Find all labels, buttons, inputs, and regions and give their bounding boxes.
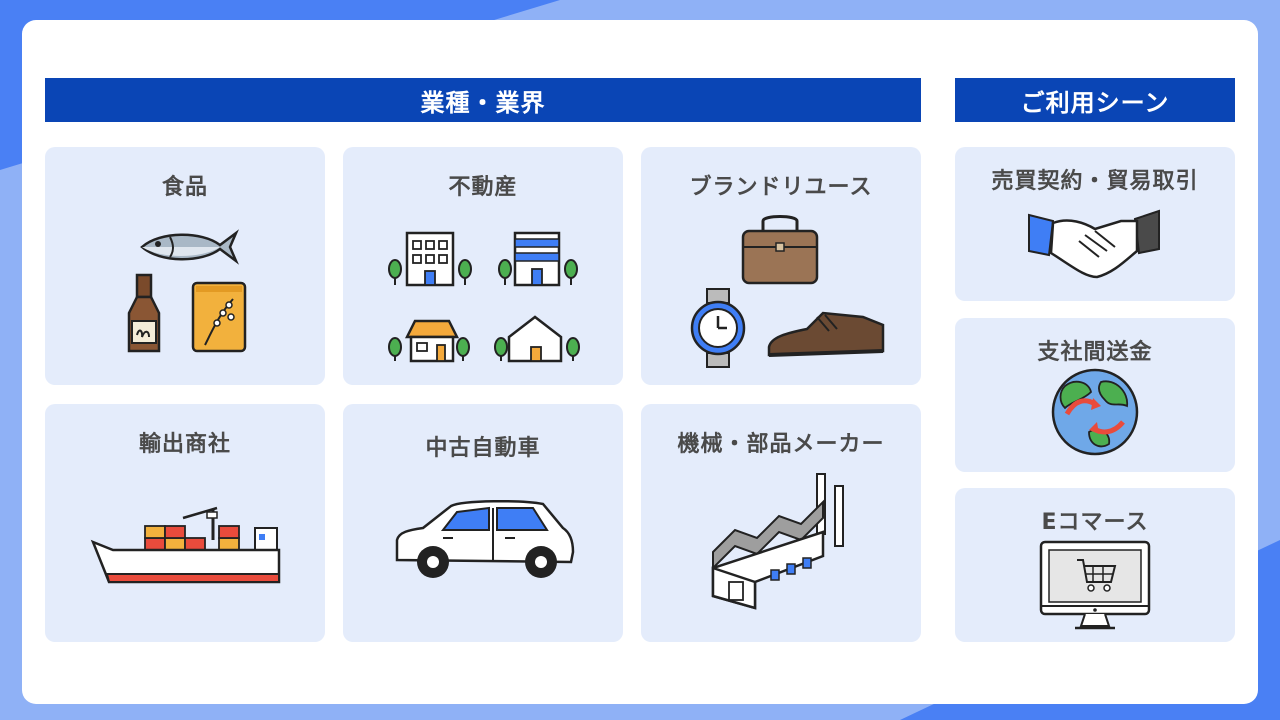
industry-label: ブランドリユース — [689, 175, 873, 200]
industry-label: 中古自動車 — [425, 436, 541, 461]
use-case-tile-contract: 売買契約・貿易取引 — [955, 147, 1235, 301]
use-case-label: 支社間送金 — [1037, 340, 1153, 365]
food-icon — [127, 229, 247, 353]
use-case-tile-remittance: 支社間送金 — [955, 318, 1235, 472]
use-case-label: Eコマース — [1041, 510, 1149, 535]
industry-label: 機械・部品メーカー — [677, 432, 885, 457]
car-icon — [395, 499, 575, 578]
use-case-tile-ecommerce: Eコマース — [955, 488, 1235, 642]
brand-reuse-icon — [690, 215, 885, 368]
real-estate-icon — [388, 231, 580, 363]
use-case-label: 売買契約・貿易取引 — [991, 169, 1199, 194]
industry-tile-machinery: 機械・部品メーカー — [641, 404, 921, 642]
industry-label: 食品 — [161, 175, 208, 200]
handshake-icon — [1028, 209, 1160, 279]
industry-tile-brand-reuse: ブランドリユース — [641, 147, 921, 385]
industry-tile-export-trading: 輸出商社 — [45, 404, 325, 642]
industry-tile-real-estate: 不動産 — [343, 147, 623, 385]
industry-tile-used-car: 中古自動車 — [343, 404, 623, 642]
shopping-cart-monitor-icon — [1039, 540, 1151, 630]
globe-icon — [1051, 368, 1139, 456]
use-cases-header: ご利用シーン — [955, 78, 1235, 122]
cargo-ship-icon — [90, 506, 281, 584]
use-cases-header-label: ご利用シーン — [1020, 88, 1170, 117]
industry-label: 不動産 — [448, 175, 518, 200]
factory-icon — [711, 473, 844, 610]
industry-label: 輸出商社 — [138, 432, 231, 457]
industry-tile-food: 食品 — [45, 147, 325, 385]
industries-header-label: 業種・業界 — [420, 88, 546, 117]
industries-header: 業種・業界 — [45, 78, 921, 122]
